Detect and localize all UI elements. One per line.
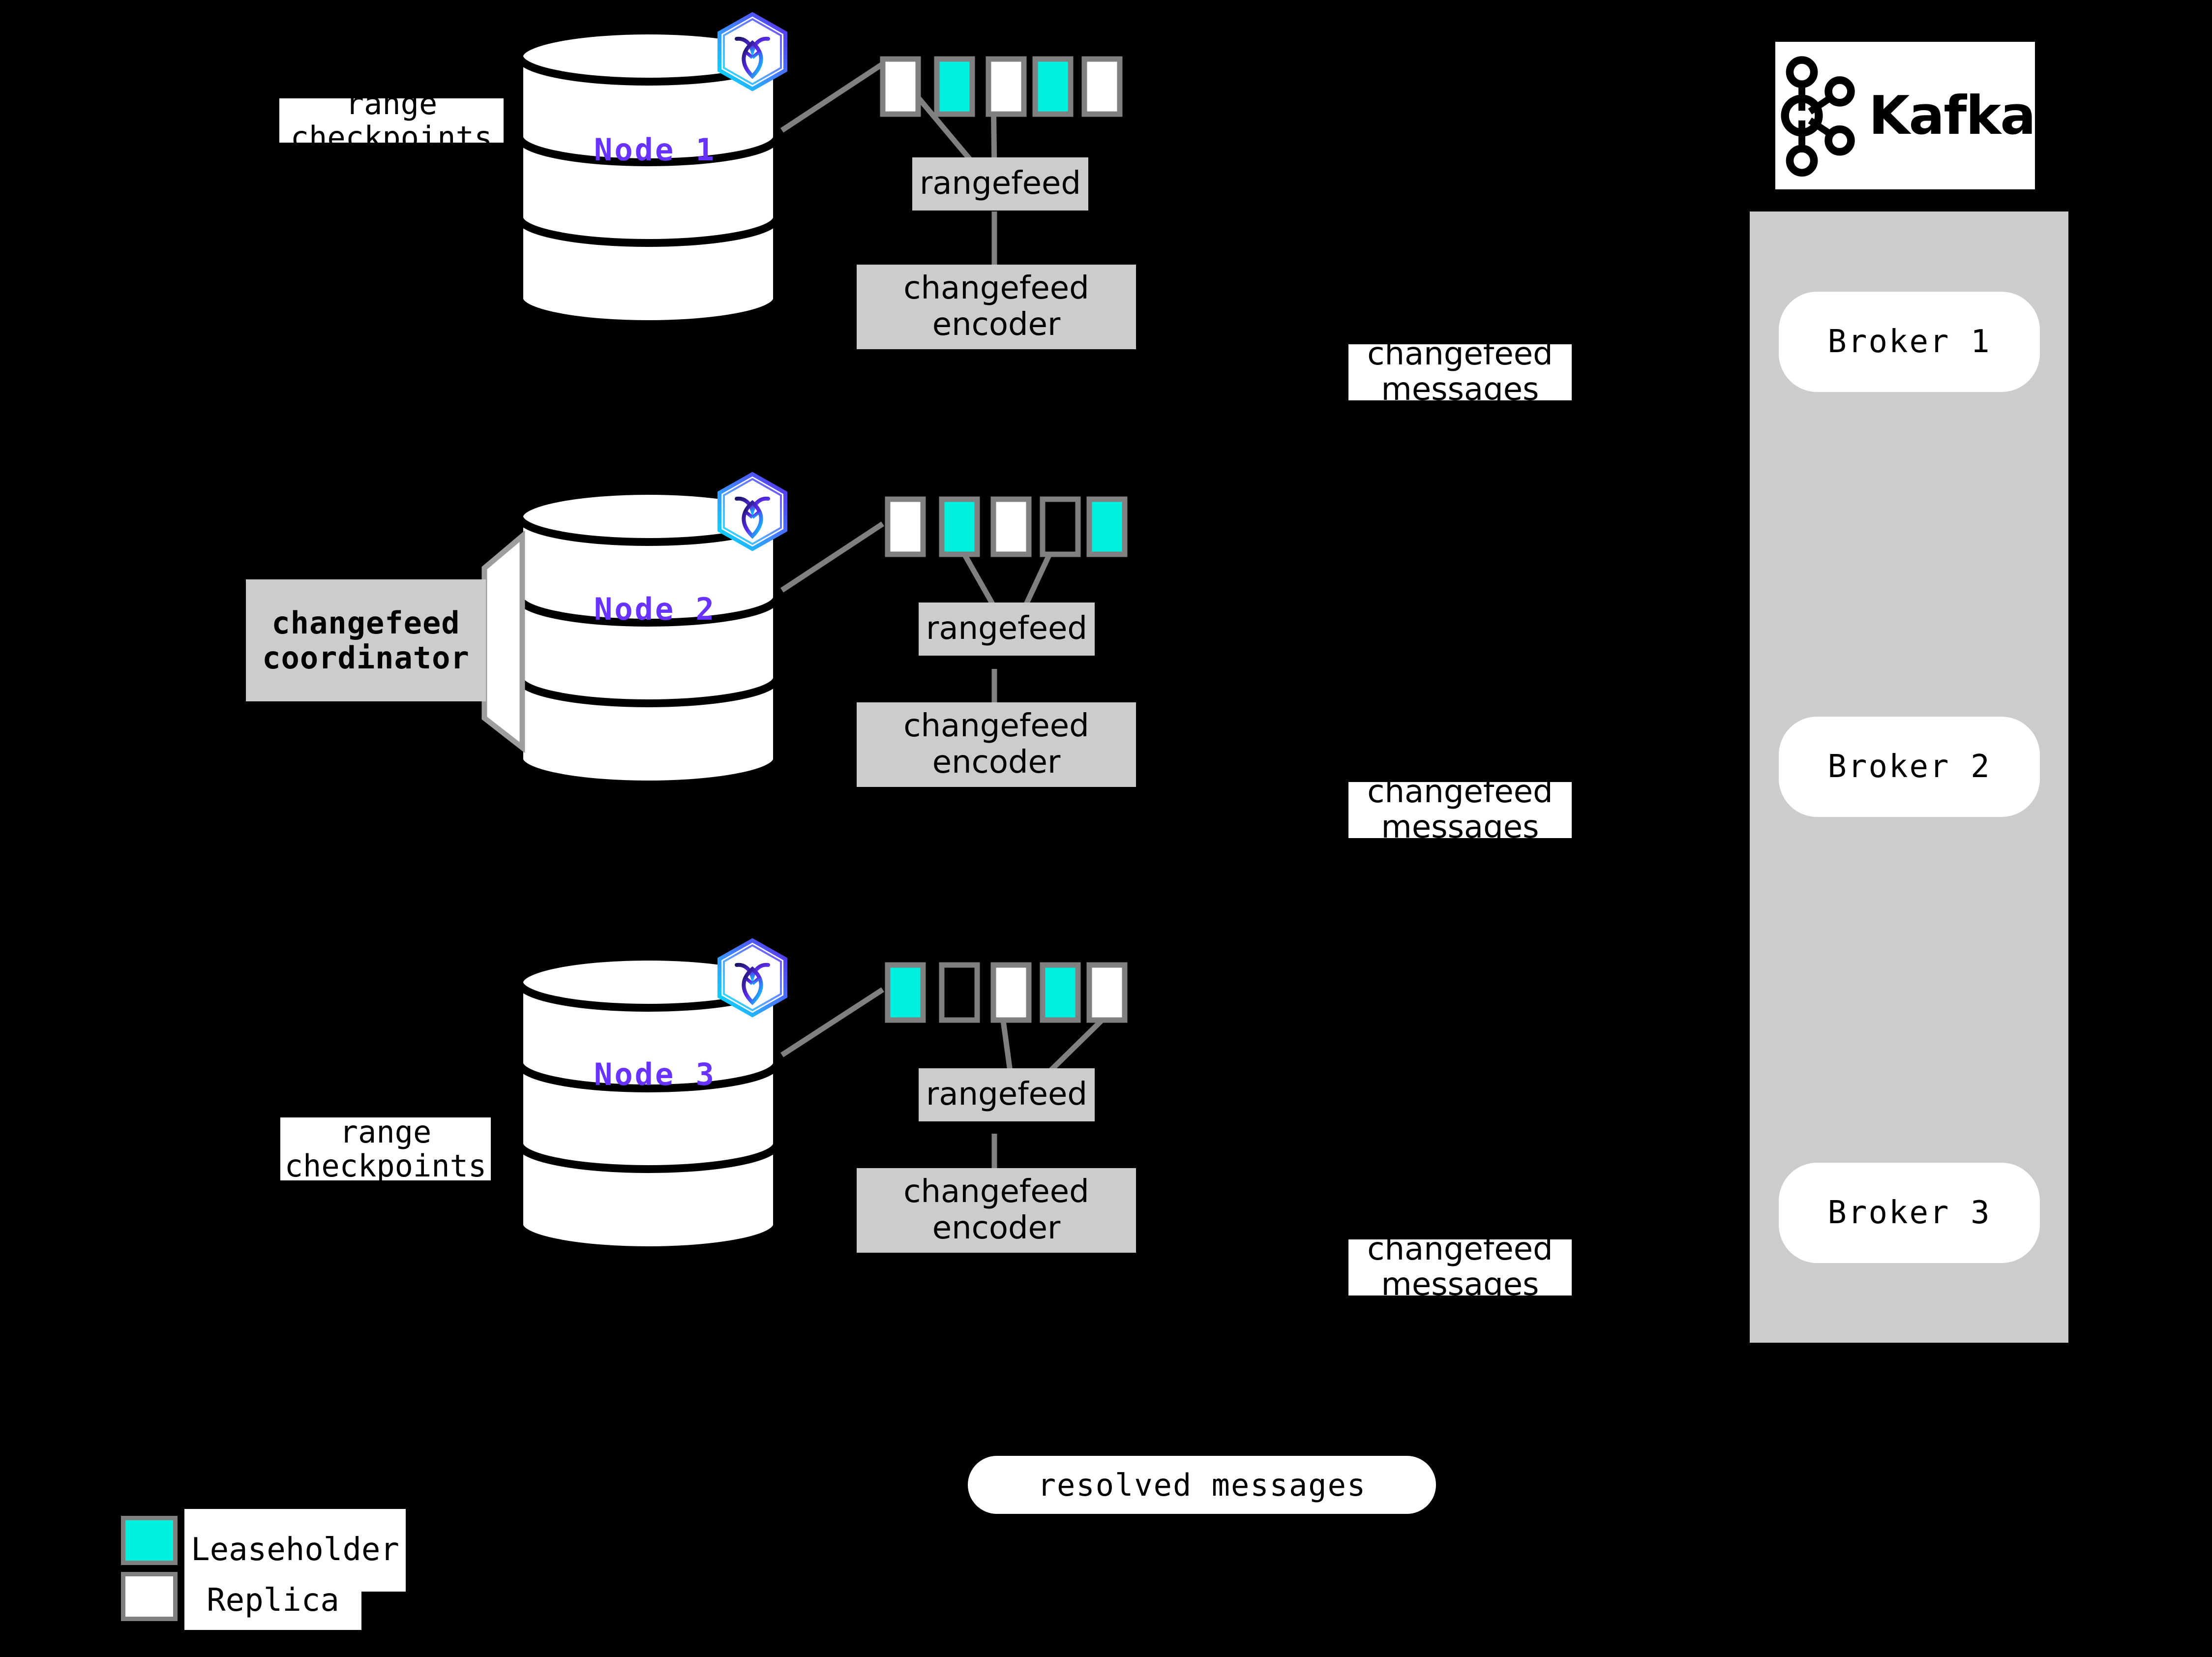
node-2-rangefeed-box: rangefeed	[919, 603, 1095, 656]
coordinator-line2: coordinator	[262, 640, 470, 676]
n1-range-line2: checkpoints	[290, 120, 493, 155]
n3-range-line2: checkpoints	[284, 1148, 487, 1184]
kafka-broker-3[interactable]: Broker 3	[1779, 1163, 2040, 1263]
n1-range-line1: range	[345, 85, 438, 121]
resolved-messages-pill: resolved messages	[968, 1456, 1436, 1514]
node-1-label: Node 1	[594, 132, 716, 168]
msg3-line1: changefeed	[1367, 1231, 1553, 1268]
node-2-changefeed-encoder-box: changefeed encoder	[857, 702, 1136, 787]
node-3-range-checkpoints-label: range checkpoints	[280, 1114, 491, 1184]
node-2-range-boxes	[885, 496, 1128, 557]
node-3-cockroachdb-badge-icon	[719, 940, 785, 1015]
node-3-label: Node 3	[594, 1056, 716, 1092]
kafka-broker-1[interactable]: Broker 1	[1779, 292, 2040, 392]
legend-swatch-leaseholder	[121, 1516, 178, 1565]
node-1-rangefeed-box: rangefeed	[912, 157, 1088, 211]
msg1-line1: changefeed	[1367, 336, 1553, 373]
node-3-range-boxes	[885, 962, 1128, 1023]
changefeed-messages-label-1: changefeed messages	[1348, 337, 1572, 407]
node-2-cockroachdb-badge-icon	[719, 474, 785, 549]
node-1-changefeed-encoder-box: changefeed encoder	[857, 265, 1136, 349]
kafka-inbound-arrow-icon	[2056, 325, 2100, 354]
changefeed-messages-label-3: changefeed messages	[1348, 1232, 1572, 1302]
kafka-broker-2[interactable]: Broker 2	[1779, 717, 2040, 817]
n3-encoder-line1: changefeed	[903, 1174, 1089, 1210]
node-3-rangefeed-box: rangefeed	[919, 1068, 1095, 1121]
node-1-range-checkpoints-label: range checkpoints	[279, 86, 504, 154]
kafka-logo-panel: Kafka	[1775, 42, 2036, 189]
legend-label-replica: Replica	[184, 1572, 361, 1630]
msg2-line2: messages	[1381, 809, 1539, 845]
msg3-line2: messages	[1381, 1266, 1539, 1303]
coordinator-wedge	[481, 530, 525, 753]
changefeed-coordinator-box: changefeed coordinator	[246, 579, 486, 701]
n2-encoder-line1: changefeed	[903, 708, 1089, 745]
node-3-changefeed-encoder-box: changefeed encoder	[857, 1168, 1136, 1253]
coordinator-line1: changefeed	[271, 604, 460, 641]
n3-encoder-line2: encoder	[932, 1210, 1061, 1246]
msg1-line2: messages	[1381, 371, 1539, 408]
changefeed-messages-label-2: changefeed messages	[1348, 775, 1572, 845]
node-1-range-boxes	[880, 56, 1123, 117]
n3-range-line1: range	[339, 1114, 432, 1150]
n2-encoder-line2: encoder	[932, 744, 1061, 781]
msg2-line1: changefeed	[1367, 774, 1553, 811]
legend-swatch-replica	[121, 1572, 178, 1621]
n1-encoder-line1: changefeed	[903, 270, 1089, 307]
node-2-label: Node 2	[594, 591, 716, 627]
kafka-wordmark: Kafka	[1868, 85, 2036, 147]
kafka-logo-icon	[1775, 42, 1856, 189]
node-1-cockroachdb-badge-icon	[719, 14, 785, 89]
n1-encoder-line2: encoder	[932, 306, 1061, 343]
